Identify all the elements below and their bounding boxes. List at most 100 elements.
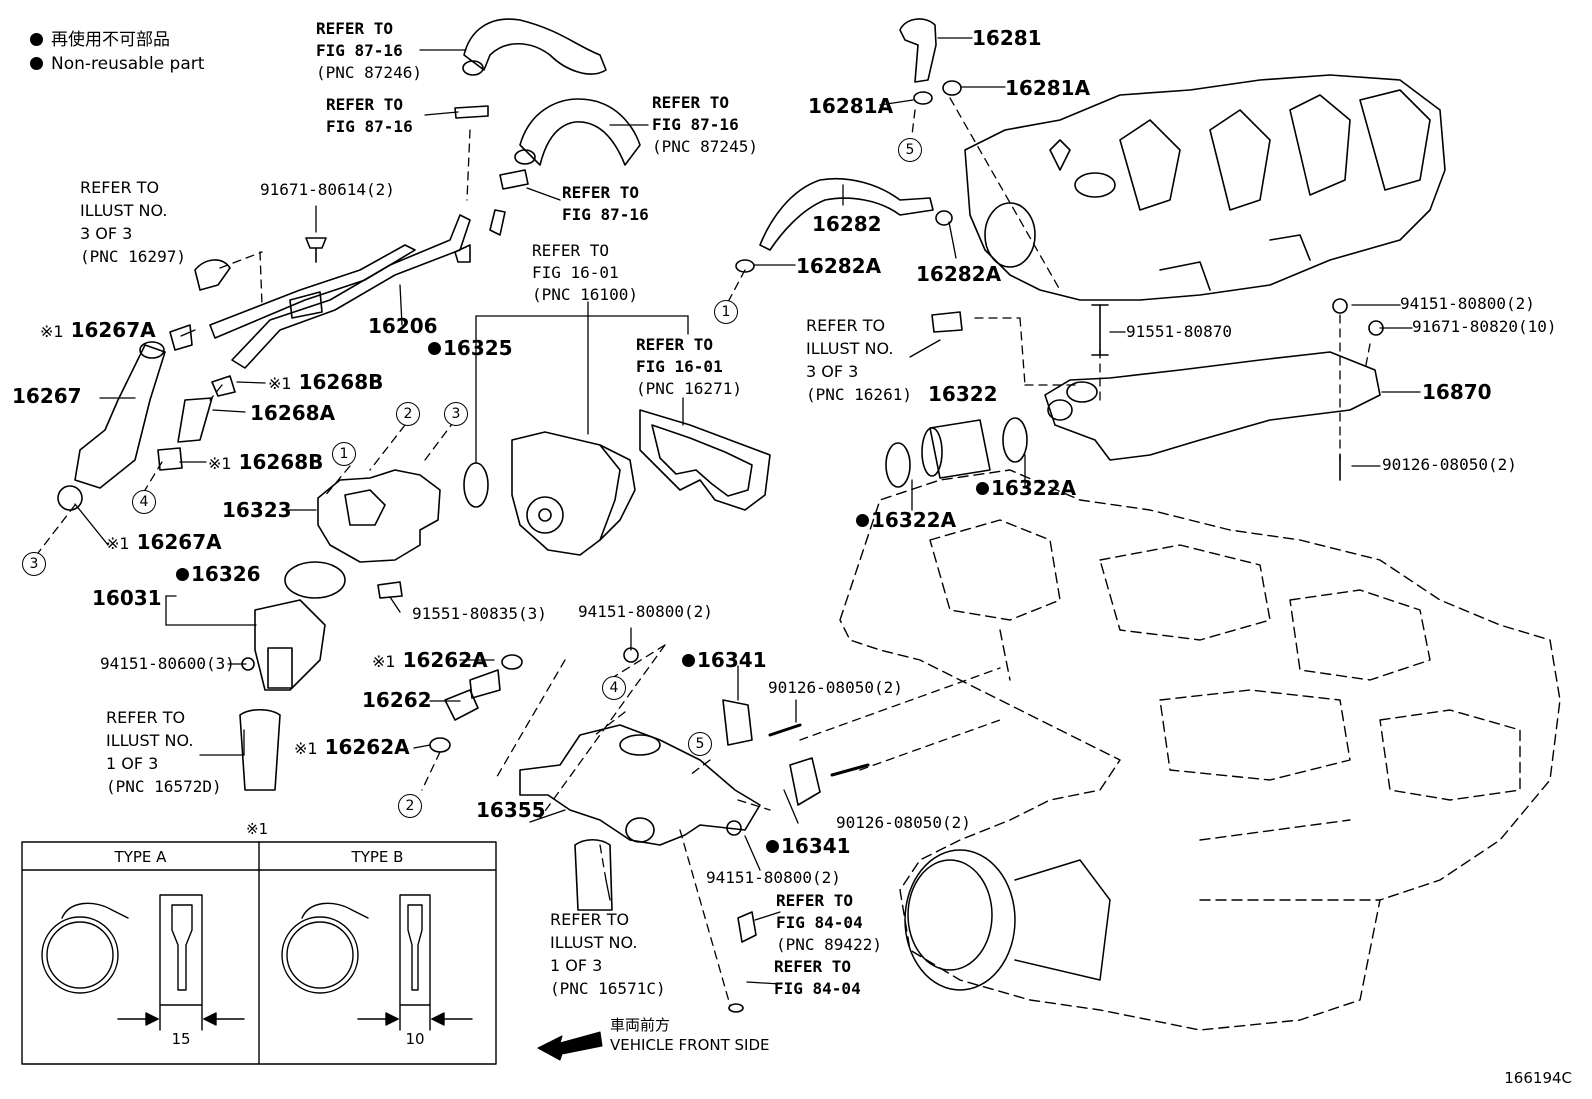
refer-line: ILLUST NO. [106,731,194,750]
part-label-16326: 16326 [176,564,261,584]
refer-note: REFER TO FIG 16-01 (PNC 16100) [532,240,638,306]
part-label-16268a: 16268A [250,401,336,425]
mark-ref: ※1 [40,322,64,341]
refer-note: REFER TO ILLUST NO. 3 OF 3 (PNC 16297) [80,176,186,268]
refer-line: (PNC 16261) [806,385,912,404]
connection-marker-5: 5 [898,138,922,162]
refer-note: REFER TO FIG 84-04 (PNC 89422) [776,890,882,956]
part-number: 16268B [238,450,324,474]
non-reusable-dot-icon [176,568,189,581]
non-reusable-dot-icon [428,342,441,355]
legend-row-jp: 再使用不可部品 [30,28,204,52]
refer-note: REFER TO FIG 87-16 [326,94,413,138]
clip-type-b-heading: TYPE B [351,848,404,866]
clip-type-a-heading: TYPE A [114,848,167,866]
part-label-16282a: 16282A [916,262,1002,286]
refer-line: (PNC 89422) [776,935,882,954]
non-reusable-dot-icon [856,514,869,527]
connection-marker-3: 3 [22,552,46,576]
part-label-16341: 16341 [682,650,767,670]
part-number: 16322A [991,476,1077,500]
part-label-16870: 16870 [1422,380,1492,404]
refer-line: ILLUST NO. [806,339,894,358]
part-number: 16341 [697,648,767,672]
refer-line: (PNC 16571C) [550,979,666,998]
refer-line: REFER TO [636,335,714,354]
bolt-label: 91671-80614(2) [260,180,395,199]
non-reusable-dot-icon [30,33,43,46]
bolt-label: 91551-80870 [1126,322,1232,341]
mark-ref: ※1 [208,454,232,473]
water-outlet-16355 [429,647,761,911]
part-number: 16268B [298,370,384,394]
part-label-16262a: ※1 16262A [294,737,410,757]
refer-line: 1 OF 3 [550,956,603,975]
part-number: 16267A [136,530,222,554]
upper-heater-hoses [194,18,641,369]
refer-line: FIG 87-16 [652,115,739,134]
part-label-16267: 16267 [12,384,82,408]
part-label-16262: 16262 [362,688,432,712]
legend-jp-text: 再使用不可部品 [51,30,170,50]
refer-line: REFER TO [774,957,852,976]
connection-marker-4: 4 [132,490,156,514]
refer-line: (PNC 16297) [80,247,186,266]
part-number: 16325 [443,336,513,360]
refer-line: REFER TO [562,183,640,202]
refer-note: REFER TO FIG 84-04 [774,956,861,1000]
part-number: 16267A [70,318,156,342]
bolt-label: 90126-08050(2) [1382,455,1517,474]
bolt-label: 94151-80800(2) [578,602,713,621]
refer-line: REFER TO [316,19,394,38]
connection-marker-5: 5 [688,732,712,756]
part-label-16355: 16355 [476,798,546,822]
refer-line: REFER TO [80,178,160,197]
refer-line: FIG 87-16 [316,41,403,60]
water-pump [511,431,636,556]
mark-ref: ※1 [372,652,396,671]
non-reusable-dot-icon [976,482,989,495]
refer-line: REFER TO [776,891,854,910]
refer-note: REFER TO FIG 16-01 (PNC 16271) [636,334,742,400]
part-label-16031: 16031 [92,586,162,610]
refer-line: FIG 84-04 [776,913,863,932]
refer-line: REFER TO [806,316,886,335]
vehicle-front-note: 車両前方 VEHICLE FRONT SIDE [610,1015,770,1055]
pump-gasket [639,409,771,511]
refer-line: 1 OF 3 [106,754,159,773]
non-reusable-dot-icon [766,840,779,853]
bolt-label: 91551-80835(3) [412,604,547,623]
part-label-16267a: ※1 16267A [40,320,156,340]
refer-line: FIG 16-01 [532,263,619,282]
refer-line: (PNC 16100) [532,285,638,304]
part-label-16323: 16323 [222,498,292,522]
upper-hoses-16281 [735,18,962,273]
left-hoses [57,324,236,511]
water-inlet-housing [239,462,489,791]
part-label-16322: 16322 [928,382,998,406]
part-label-16268b: ※1 16268B [268,372,383,392]
part-label-16282: 16282 [812,212,882,236]
part-number: 16262A [402,648,488,672]
figure-id: 166194C [1504,1069,1572,1087]
part-label-16322a: 16322A [976,478,1076,498]
refer-line: 3 OF 3 [80,224,133,243]
bolt-label: 94151-80800(2) [1400,294,1535,313]
part-label-16267a: ※1 16267A [106,532,222,552]
small-gaskets [722,699,870,1013]
part-label-16262a: ※1 16262A [372,650,488,670]
part-number: 16262A [324,735,410,759]
refer-line: ILLUST NO. [550,933,638,952]
bolt-label: 90126-08050(2) [836,813,971,832]
front-arrow [537,1031,603,1061]
part-label-16325: 16325 [428,338,513,358]
refer-line: FIG 84-04 [774,979,861,998]
refer-line: (PNC 16271) [636,379,742,398]
refer-line: REFER TO [532,241,610,260]
refer-line: FIG 87-16 [326,117,413,136]
refer-note: REFER TO FIG 87-16 (PNC 87245) [652,92,758,158]
refer-line: REFER TO [550,910,630,929]
part-label-16268b: ※1 16268B [208,452,323,472]
connection-marker-4: 4 [602,676,626,700]
part-label-16281: 16281 [972,26,1042,50]
